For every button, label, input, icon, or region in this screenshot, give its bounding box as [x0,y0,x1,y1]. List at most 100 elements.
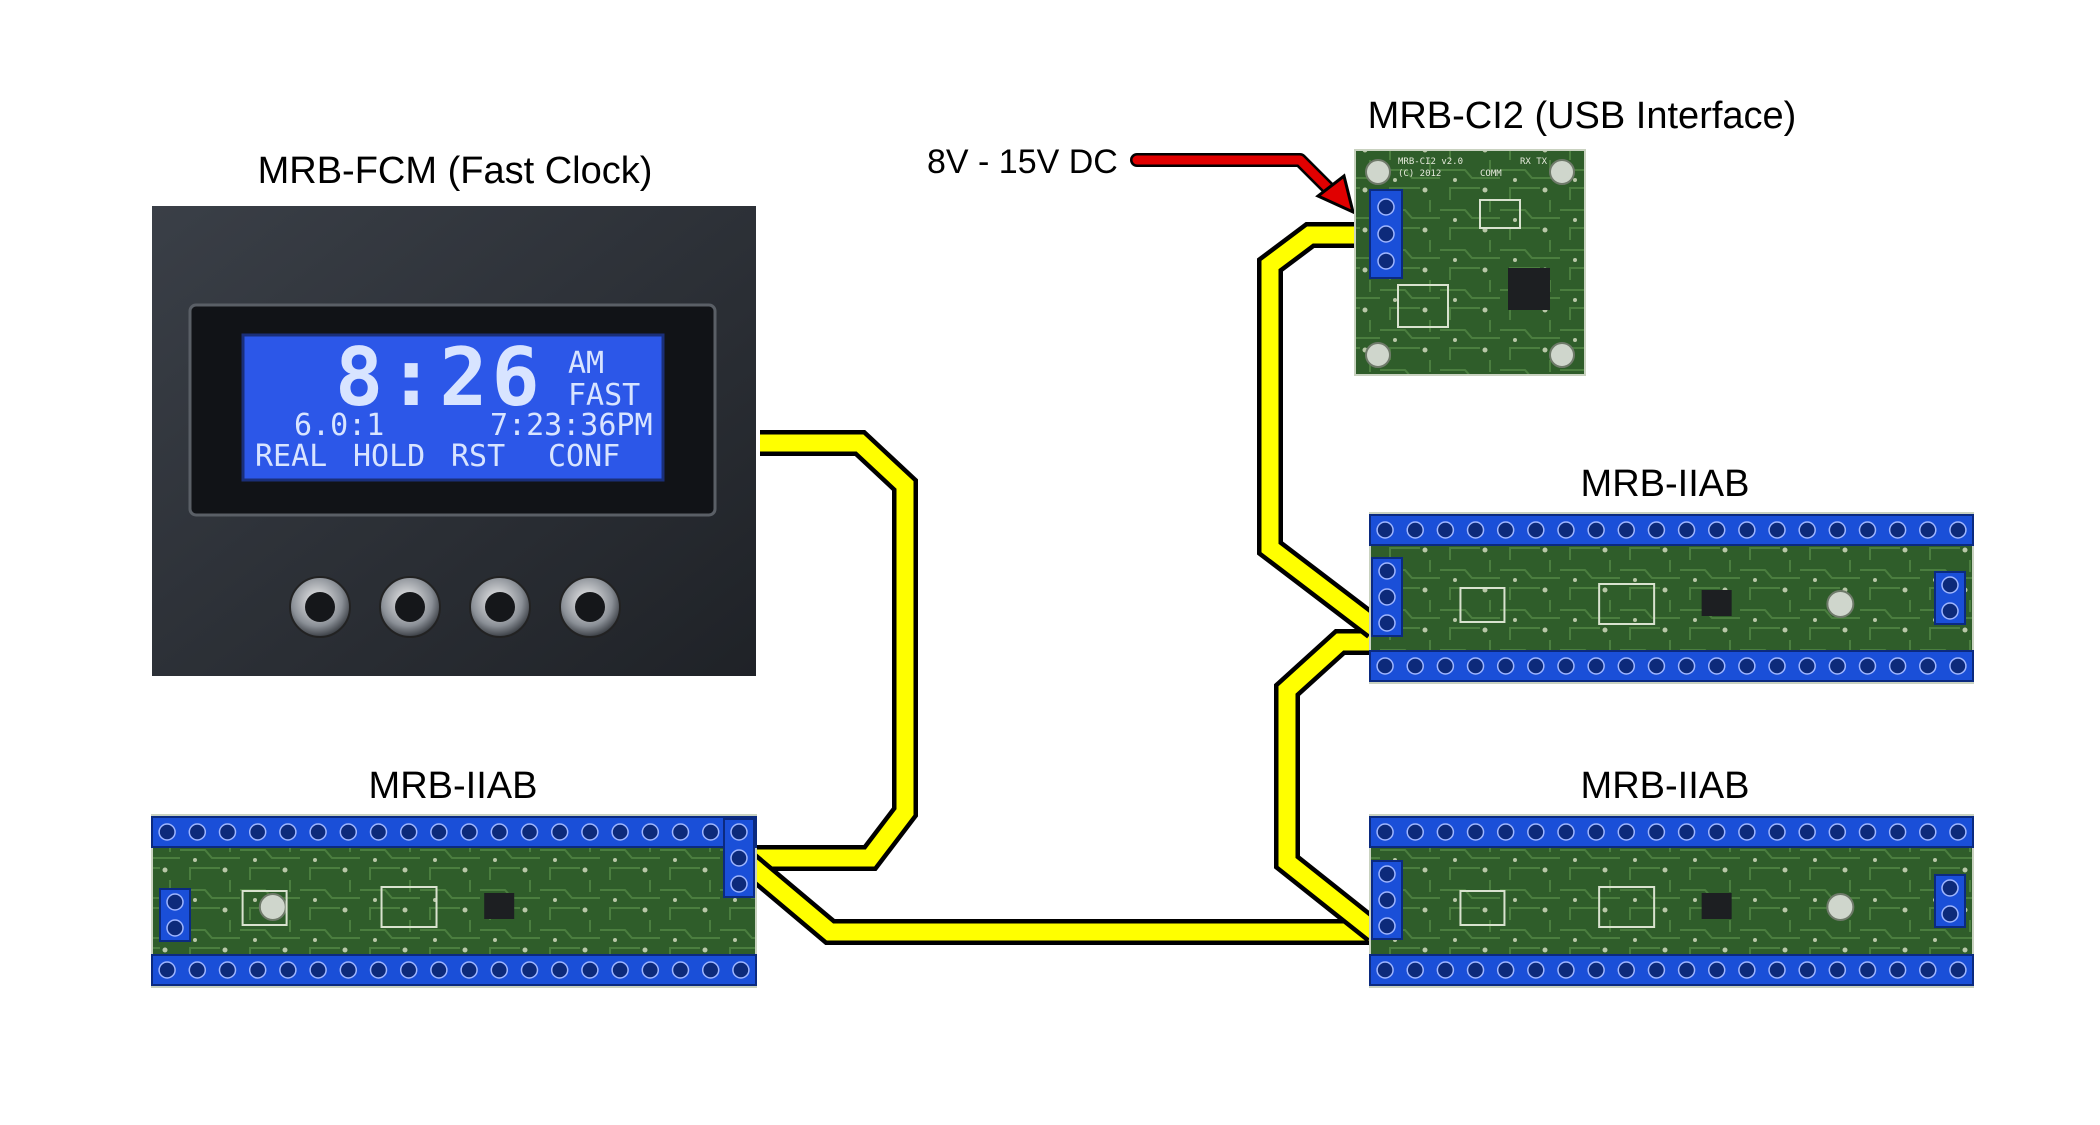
screw-terminal-icon [1558,522,1574,538]
screw-terminal-icon [189,824,205,840]
screw-terminal-icon [522,824,538,840]
screw-terminal-icon [1379,892,1395,908]
screw-terminal-icon [401,962,417,978]
screw-terminal-icon [733,962,749,978]
screw-terminal-icon [431,824,447,840]
ci2-silk-year: (C) 2012 [1398,169,1441,179]
screw-terminal-icon [1379,615,1395,631]
screw-terminal-icon [1920,658,1936,674]
screw-terminal-icon [1407,522,1423,538]
screw-terminal-icon [1377,824,1393,840]
screw-terminal-icon [1468,658,1484,674]
screw-terminal-icon [703,962,719,978]
lcd-real-time: 7:23:36PM [490,408,653,443]
fcm-button-1[interactable] [290,577,350,637]
screw-terminal-icon [522,962,538,978]
screw-terminal-icon [1377,522,1393,538]
screw-terminal-icon [1769,962,1785,978]
power-arrow [1137,160,1353,212]
screw-terminal-icon [280,962,296,978]
screw-terminal-icon [280,824,296,840]
screw-terminal-icon [1709,522,1725,538]
screw-terminal-icon [1890,962,1906,978]
cable-fcm-to-iiab [742,443,905,858]
screw-terminal-icon [1709,658,1725,674]
screw-terminal-icon [1379,589,1395,605]
screw-terminal-icon [491,962,507,978]
fcm-button-4[interactable] [560,577,620,637]
mount-hole-icon [1366,160,1390,184]
screw-terminal-icon [159,962,175,978]
screw-terminal-icon [1618,962,1634,978]
screw-terminal-icon [731,850,747,866]
screw-terminal-icon [1890,658,1906,674]
screw-terminal-icon [1588,658,1604,674]
mount-hole-icon [1827,591,1853,617]
terminal-strip-top [1370,515,1973,545]
screw-terminal-icon [167,920,183,936]
iiab-board-left [152,815,756,987]
screw-terminal-icon [703,824,719,840]
screw-terminal-icon [1829,522,1845,538]
screw-terminal-icon [1709,962,1725,978]
screw-terminal-icon [1890,824,1906,840]
screw-terminal-icon [731,876,747,892]
screw-terminal-icon [250,962,266,978]
screw-terminal-icon [1942,880,1958,896]
screw-terminal-icon [1920,522,1936,538]
mount-hole-icon [1366,343,1390,367]
screw-terminal-icon [1468,522,1484,538]
screw-terminal-icon [1950,658,1966,674]
screw-terminal-icon [1950,522,1966,538]
screw-terminal-icon [552,824,568,840]
screw-terminal-icon [552,962,568,978]
screw-terminal-icon [461,824,477,840]
screw-terminal-icon [1498,522,1514,538]
screw-terminal-icon [1588,824,1604,840]
screw-terminal-icon [1799,962,1815,978]
screw-terminal-icon [340,824,356,840]
screw-terminal-icon [1942,603,1958,619]
screw-terminal-icon [642,824,658,840]
screw-terminal-icon [731,824,747,840]
power-connector [1935,875,1965,927]
screw-terminal-icon [189,962,205,978]
screw-terminal-icon [1437,824,1453,840]
screw-terminal-icon [1648,962,1664,978]
screw-terminal-icon [1528,658,1544,674]
screw-terminal-icon [1588,962,1604,978]
lcd-menu-rst: RST [451,439,505,474]
screw-terminal-icon [1799,824,1815,840]
bus-connector [724,819,754,897]
screw-terminal-icon [310,962,326,978]
screw-terminal-icon [1739,522,1755,538]
screw-terminal-icon [1379,918,1395,934]
screw-terminal-icon [582,824,598,840]
screw-terminal-icon [1379,866,1395,882]
mount-hole-icon [260,894,286,920]
screw-terminal-icon [1679,962,1695,978]
screw-terminal-icon [1377,658,1393,674]
screw-terminal-icon [491,824,507,840]
screw-terminal-icon [220,962,236,978]
screw-terminal-icon [431,962,447,978]
screw-terminal-icon [1618,658,1634,674]
screw-terminal-icon [1468,962,1484,978]
ci2-silk-title: MRB-CI2 v2.0 [1398,157,1463,167]
mount-hole-icon [1550,160,1574,184]
ci2-board: MRB-CI2 v2.0 (C) 2012 COMM RX TX [1355,150,1585,375]
screw-terminal-icon [612,824,628,840]
screw-terminal-icon [1648,824,1664,840]
terminal-strip-top [152,817,756,847]
screw-terminal-icon [1437,522,1453,538]
lcd-menu-conf: CONF [548,439,620,474]
lcd-ampm: AM [568,346,604,381]
screw-terminal-icon [159,824,175,840]
screw-terminal-icon [1528,824,1544,840]
screw-terminal-icon [1377,962,1393,978]
fcm-button-2[interactable] [380,577,440,637]
screw-terminal-icon [1679,824,1695,840]
fcm-button-3[interactable] [470,577,530,637]
screw-terminal-icon [1618,522,1634,538]
cable-iiab-bottom-to-iiab-top [1287,642,1375,932]
